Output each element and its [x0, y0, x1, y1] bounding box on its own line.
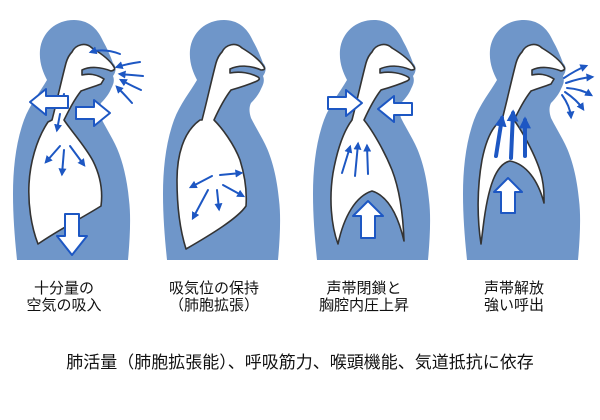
release-illustration — [463, 20, 595, 260]
figure-panel-closure: 声帯閉鎖と 胸腔内圧上昇 — [300, 0, 450, 330]
airway-and-lung — [176, 43, 266, 250]
caption-line: 声帯閉鎖と — [326, 280, 402, 297]
air-inflow-arrows — [88, 46, 144, 104]
caption-line: 胸腔内圧上昇 — [318, 297, 409, 314]
figure-row: 十分量の 空気の吸入 吸気位の保持 （肺胞拡張） — [0, 0, 600, 330]
glottis-closure-arrows — [327, 89, 413, 123]
air-expulsion-arrows — [494, 109, 531, 160]
inhalation-illustration — [13, 20, 144, 260]
caption-line: 声帯解放 — [483, 280, 544, 297]
strong-exhalation-arrows — [561, 64, 595, 120]
figure-caption: 吸気位の保持 （肺胞拡張） — [150, 280, 300, 314]
dependency-note: 肺活量（肺胞拡張能）、呼吸筋力、喉頭機能、気道抵抗に依存 — [66, 353, 534, 372]
hold-illustration — [163, 20, 281, 260]
diaphragm-ascent-arrow — [493, 177, 523, 214]
glottis-close-right-arrow — [327, 89, 363, 117]
figure-caption: 十分量の 空気の吸入 — [0, 280, 150, 314]
figure-panel-release: 声帯解放 強い呼出 — [450, 0, 600, 330]
airway-and-lung — [477, 43, 566, 245]
caption-line: 吸気位の保持 — [168, 280, 259, 297]
airway-and-lung — [330, 43, 416, 245]
diaphragm-ascent-arrow — [352, 200, 384, 239]
airway-and-lung — [28, 43, 116, 245]
caption-line: （肺胞拡張） — [168, 297, 259, 314]
pressure-rise-arrows — [341, 141, 372, 177]
glottis-open-right-arrow — [75, 99, 111, 127]
glottis-open-left-arrow — [29, 88, 69, 116]
open-glottis-arrows — [29, 88, 111, 127]
glottis-close-left-arrow — [377, 95, 413, 123]
caption-line: 十分量の — [33, 280, 94, 297]
closure-illustration — [313, 20, 431, 260]
alveolar-expansion-arrows — [188, 169, 246, 221]
caption-line: 強い呼出 — [483, 297, 544, 314]
figure-panel-hold: 吸気位の保持 （肺胞拡張） — [150, 0, 300, 330]
diaphragm-descent-arrow — [56, 213, 88, 256]
figure-caption: 声帯解放 強い呼出 — [450, 280, 600, 314]
figure-caption: 声帯閉鎖と 胸腔内圧上昇 — [300, 280, 450, 314]
figure-panel-inhalation: 十分量の 空気の吸入 — [0, 0, 150, 330]
caption-line: 空気の吸入 — [26, 297, 102, 314]
